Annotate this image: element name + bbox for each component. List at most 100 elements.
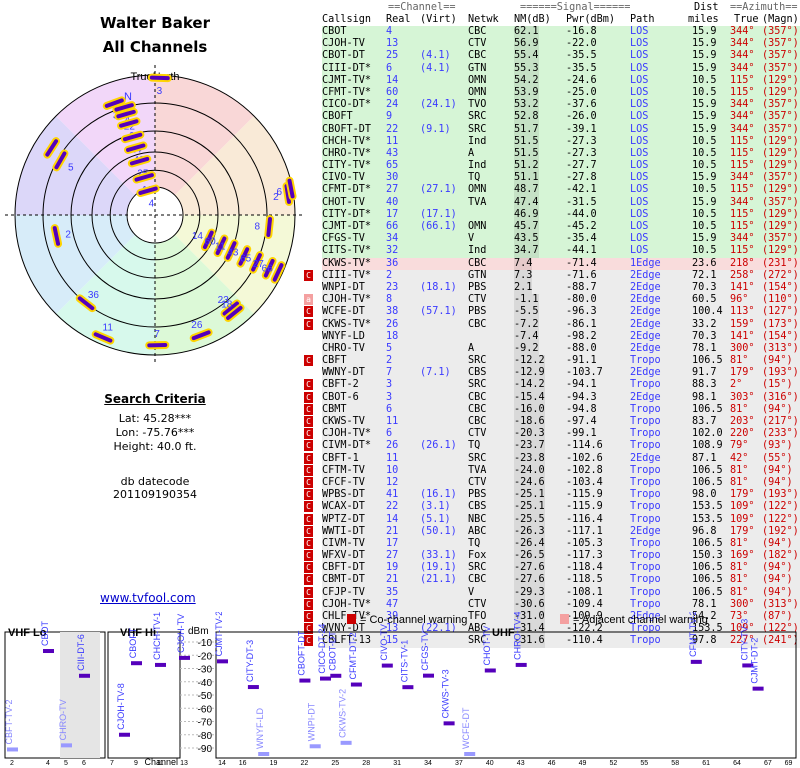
cell-net: CBC	[468, 416, 487, 427]
station-mark	[155, 662, 166, 667]
cell-nm: -15.4	[514, 391, 545, 404]
tvfool-link[interactable]: www.tvfool.com	[100, 591, 196, 605]
cell-virt: (22.1)	[420, 623, 457, 635]
signal-mark	[272, 263, 284, 282]
station-label: CJOH-TV-8	[116, 683, 126, 730]
wheel-sector	[15, 116, 155, 215]
channel-label: 4	[149, 198, 155, 209]
cell-pwr: -35.5	[566, 62, 597, 74]
cochannel-warning-icon: C	[304, 537, 313, 549]
cochannel-warning-icon: C	[304, 598, 313, 610]
cell-real: 10	[386, 464, 399, 476]
cell-net: OMN	[468, 86, 487, 98]
cell-magn: (129°)	[762, 221, 799, 232]
cell-nm: 45.7	[514, 221, 539, 234]
cell-nm: 55.3	[514, 62, 539, 75]
cell-net: SRC	[468, 635, 487, 647]
band-vhf-hi: VHF Hi	[120, 627, 156, 639]
cell-real: 11	[386, 452, 399, 464]
x-tick-label: 6	[82, 760, 86, 767]
cell-path: LOS	[630, 38, 649, 50]
cell-magn: (94°)	[762, 562, 793, 574]
cell-path: Tropo	[630, 440, 661, 452]
cell-magn: (94°)	[762, 403, 793, 415]
y-tick-label: -30	[198, 665, 213, 676]
cell-net: A	[468, 342, 475, 354]
cell-call: CITS-TV*	[322, 245, 372, 257]
cell-dist: 83.7	[692, 416, 717, 427]
cell-pwr: -94.8	[566, 403, 597, 415]
cochannel-warning-icon: C	[304, 428, 313, 440]
cell-true: 344°	[730, 233, 755, 245]
cell-call: CFMT-TV*	[322, 86, 372, 98]
cell-magn: (129°)	[762, 86, 799, 98]
channel-label: 8	[254, 222, 260, 233]
cell-true: 220°	[730, 428, 755, 440]
cell-nm: -23.8	[514, 452, 545, 465]
signal-mark	[52, 226, 61, 246]
cell-path: 2Edge	[630, 525, 661, 537]
band-vhf-lo: VHF Lo	[8, 627, 47, 639]
cell-pwr: -44.0	[566, 208, 597, 220]
cell-dist: 98.1	[692, 391, 717, 403]
cell-real: 27	[386, 184, 399, 196]
cell-real: 14	[386, 513, 399, 525]
cell-nm: -25.5	[514, 513, 545, 526]
cell-pwr: -27.7	[566, 160, 597, 172]
cell-magn: (173°)	[762, 318, 799, 330]
signal-mark	[215, 236, 227, 256]
cell-path: LOS	[630, 123, 649, 135]
cell-call: CHCH-TV*	[322, 135, 372, 147]
